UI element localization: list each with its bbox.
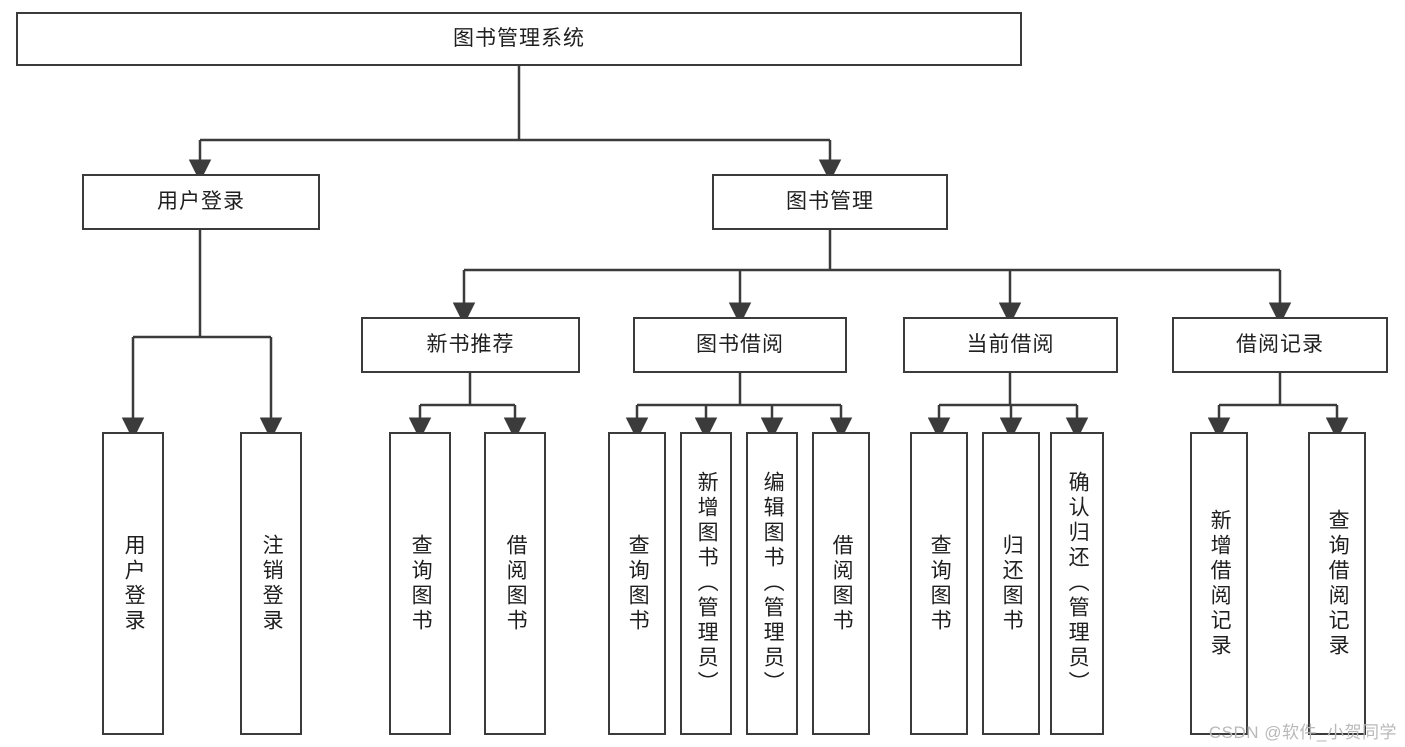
node-leaf-user-logout[interactable]: 注销登录 [240, 432, 302, 735]
node-label: 用户登录 [157, 190, 245, 214]
node-label: 查询借阅记录 [1326, 508, 1350, 659]
node-leaf-query-borrow-record[interactable]: 查询借阅记录 [1308, 432, 1366, 735]
node-label: 查询图书 [409, 533, 433, 634]
node-book-management[interactable]: 图书管理 [712, 174, 948, 230]
node-label: 编辑图书（管理员） [761, 471, 785, 696]
node-label: 新增借阅记录 [1208, 508, 1232, 659]
node-label: 图书借阅 [696, 333, 784, 357]
node-label: 用户登录 [122, 533, 146, 634]
node-label: 归还图书 [1000, 533, 1024, 634]
node-book-management-system[interactable]: 图书管理系统 [16, 12, 1022, 66]
node-leaf-return-book[interactable]: 归还图书 [982, 432, 1040, 735]
watermark-text: CSDN @软件_小贺同学 [1208, 723, 1397, 742]
node-label: 借阅图书 [504, 533, 528, 634]
node-book-borrow[interactable]: 图书借阅 [633, 317, 847, 373]
node-borrow-record[interactable]: 借阅记录 [1172, 317, 1388, 373]
node-label: 当前借阅 [966, 333, 1055, 357]
node-leaf-confirm-return-admin[interactable]: 确认归还（管理员） [1050, 432, 1104, 735]
node-leaf-add-book-admin[interactable]: 新增图书（管理员） [680, 432, 732, 735]
node-new-book-recommend[interactable]: 新书推荐 [361, 317, 580, 373]
node-label: 查询图书 [928, 533, 952, 634]
node-label: 注销登录 [260, 533, 284, 634]
node-label: 借阅图书 [830, 533, 854, 634]
node-leaf-add-borrow-record[interactable]: 新增借阅记录 [1190, 432, 1248, 735]
node-label: 借阅记录 [1236, 333, 1324, 357]
node-leaf-user-login[interactable]: 用户登录 [102, 432, 164, 735]
node-leaf-query-book-borrow[interactable]: 查询图书 [608, 432, 666, 735]
node-label: 新书推荐 [426, 333, 515, 357]
node-leaf-query-book-recommend[interactable]: 查询图书 [389, 432, 451, 735]
node-leaf-borrow-book-recommend[interactable]: 借阅图书 [484, 432, 546, 735]
node-label: 图书管理 [786, 190, 874, 214]
node-leaf-query-book-current[interactable]: 查询图书 [910, 432, 968, 735]
node-label: 新增图书（管理员） [695, 471, 719, 696]
node-current-borrow[interactable]: 当前借阅 [903, 317, 1118, 373]
node-leaf-edit-book-admin[interactable]: 编辑图书（管理员） [746, 432, 798, 735]
node-user-login[interactable]: 用户登录 [82, 174, 320, 230]
node-label: 查询图书 [626, 533, 650, 634]
node-leaf-borrow-book[interactable]: 借阅图书 [812, 432, 870, 735]
node-label: 确认归还（管理员） [1066, 471, 1090, 696]
node-label: 图书管理系统 [453, 27, 585, 51]
